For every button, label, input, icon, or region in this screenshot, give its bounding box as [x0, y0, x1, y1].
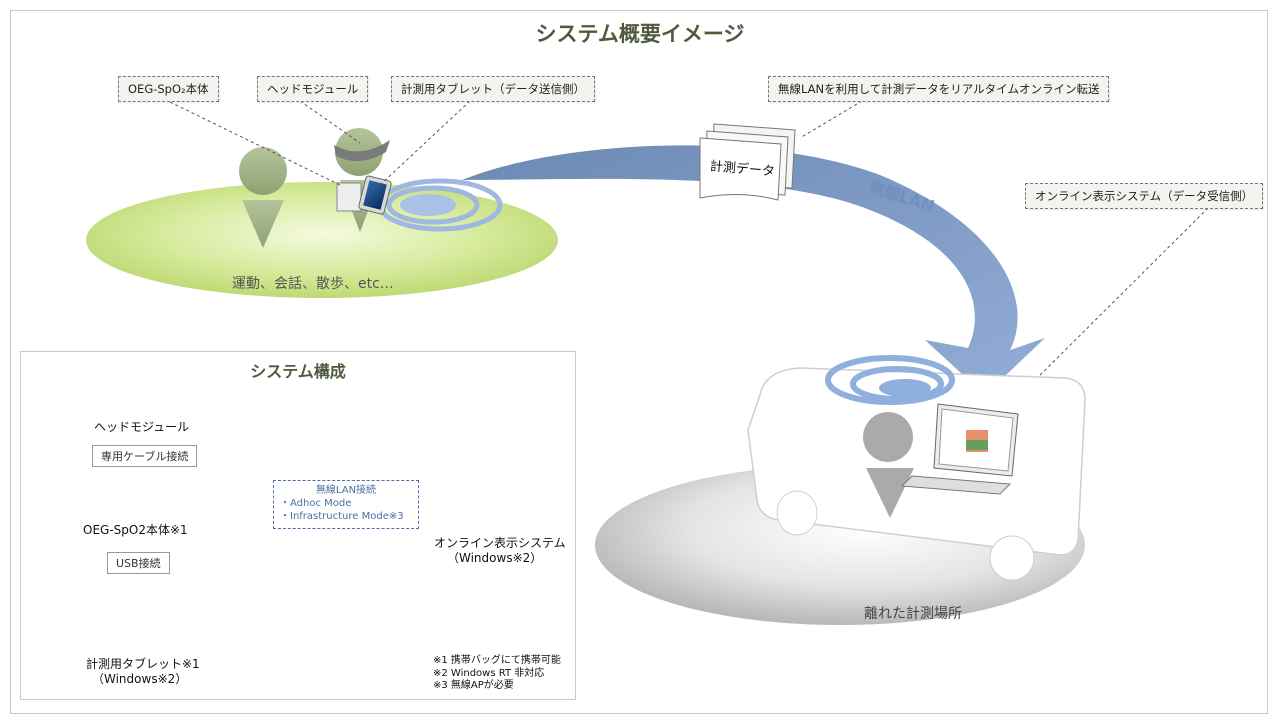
tablet-label: 計測用タブレット※1: [86, 657, 200, 671]
wireless-arrow: [462, 145, 1045, 395]
callout-wireless-transfer: 無線LANを利用して計測データをリアルタイムオンライン転送: [768, 76, 1110, 102]
oeg-label: OEG-SpO2本体※1: [83, 523, 188, 537]
operator-person-icon: [863, 412, 914, 518]
callout-leaders: [169, 100, 1209, 411]
footnote-2: ※2 Windows RT 非対応: [433, 667, 545, 679]
page-frame: [10, 10, 1268, 714]
callout-oeg-body: OEG-SpO₂本体: [118, 76, 219, 102]
signal-waves-right: [825, 355, 955, 405]
wlan-mode-adhoc: ・Adhoc Mode: [280, 498, 352, 509]
footnote-1: ※1 携帯バッグにて携帯可能: [433, 655, 561, 666]
online-system-label: オンライン表示システム: [434, 536, 566, 550]
remote-place-label: 離れた計測場所: [864, 606, 962, 622]
online-system-os-label: （Windows※2）: [447, 551, 543, 565]
cable-connection-label: 専用ケーブル接続: [92, 445, 198, 467]
page-title: システム概要イメージ: [535, 22, 745, 46]
tablet-os-label: （Windows※2）: [92, 672, 188, 686]
usb-connection-label: USB接続: [107, 552, 170, 574]
footnotes: ※1 携帯バッグにて携帯可能 ※2 Windows RT 非対応 ※3 無線AP…: [433, 655, 561, 693]
footnote-3: ※3 無線APが必要: [433, 680, 514, 691]
wlan-connection-box: 無線LAN接続 ・Adhoc Mode ・Infrastructure Mode…: [273, 480, 419, 529]
callout-tablet: 計測用タブレット（データ送信側）: [391, 76, 595, 102]
vehicle-laptop-icon: [900, 403, 1019, 495]
head-module-label: ヘッドモジュール: [94, 420, 190, 434]
person-with-device-icon: [334, 128, 392, 232]
callout-head-module: ヘッドモジュール: [257, 76, 369, 102]
system-config-title: システム構成: [250, 362, 346, 381]
person-icon: [239, 147, 287, 248]
wlan-mode-infrastructure: ・Infrastructure Mode※3: [280, 511, 404, 522]
callout-online-display: オンライン表示システム（データ受信側）: [1025, 183, 1264, 209]
document-stack-icon: [699, 123, 796, 201]
wlan-title: 無線LAN接続: [315, 485, 377, 496]
activities-label: 運動、会話、散歩、etc…: [232, 276, 394, 292]
